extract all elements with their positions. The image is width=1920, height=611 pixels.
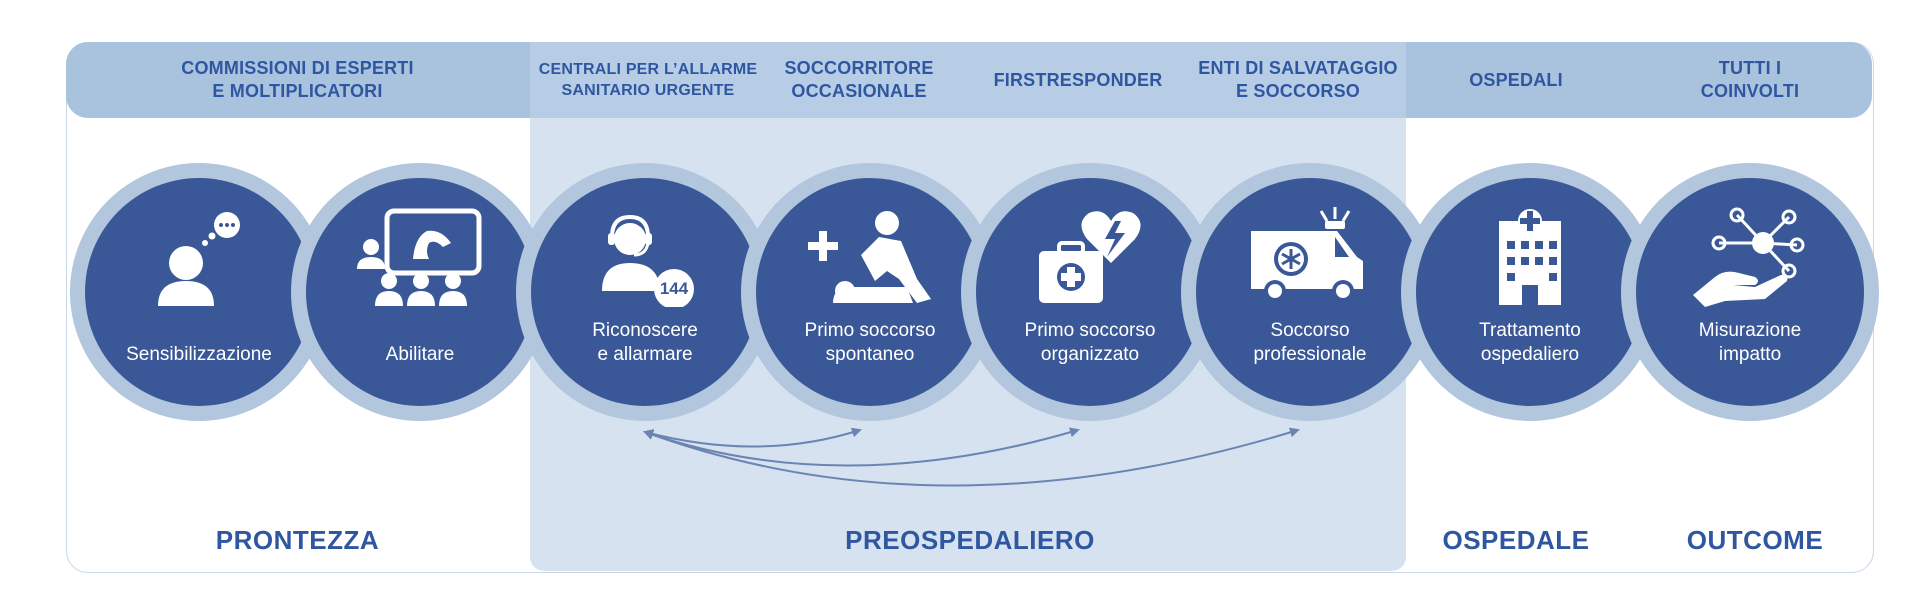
step-abilitare: Abilitare [291, 163, 549, 421]
column-header-ospedali: OSPEDALI [1469, 69, 1563, 90]
person-speech-icon [158, 212, 240, 306]
section-prontezza: PRONTEZZA [215, 524, 380, 555]
section-ospedale: OSPEDALE [1442, 524, 1590, 555]
arrow-to-organizzato [643, 427, 1080, 467]
ambulance-icon [1251, 207, 1363, 302]
hospital-icon [1499, 209, 1561, 305]
cpr-icon [808, 211, 931, 303]
arrow-to-professionale [643, 427, 1300, 487]
column-header-firstresponder: FIRSTRESPONDER [993, 69, 1163, 90]
aed-heart-icon [1039, 211, 1141, 303]
badge-144: 144 [659, 279, 689, 298]
section-preospedaliero: PREOSPEDALIERO [845, 524, 1095, 555]
training-audience-icon [357, 208, 482, 306]
step-sensibilizzazione: Sensibilizzazione [70, 163, 328, 421]
step-label: Abilitare [385, 344, 455, 365]
section-outcome: OUTCOME [1686, 524, 1824, 555]
step-label: Sensibilizzazione [126, 344, 272, 365]
header-preospedaliero-band [530, 42, 1406, 118]
network-hand-icon [1693, 207, 1805, 307]
operator-headset-icon [602, 214, 694, 307]
